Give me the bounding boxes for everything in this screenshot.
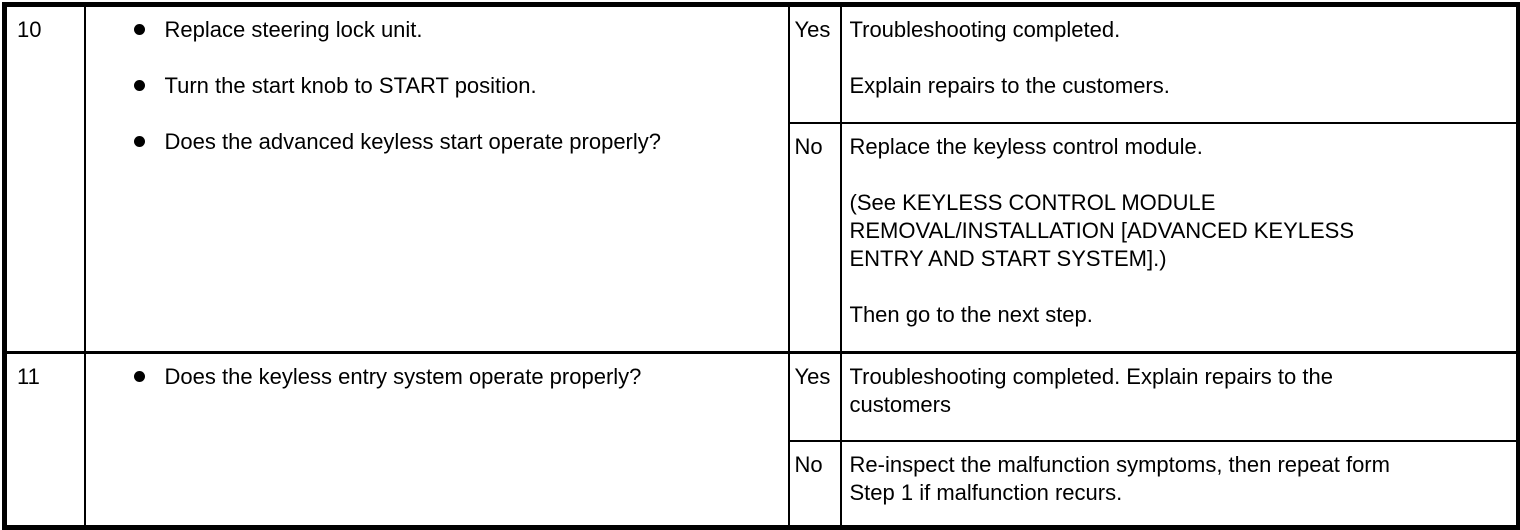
table-row: 11 Does the keyless entry system operate… (3, 351, 1520, 529)
step-number: 11 (17, 364, 40, 389)
action-text: Replace steering lock unit. (164, 17, 423, 42)
answer-label: No (794, 452, 823, 477)
answer-cell-no: No (787, 122, 842, 354)
result-paragraph: Replace the keyless control module. (850, 133, 1509, 161)
step-number-cell: 10 (3, 3, 86, 354)
result-cell: Troubleshooting completed. Explain repai… (839, 3, 1520, 124)
answer-cell-yes: Yes (787, 3, 842, 124)
result-paragraph: Explain repairs to the customers. (850, 72, 1509, 100)
step-number: 10 (17, 17, 42, 42)
result-line: REMOVAL/INSTALLATION [ADVANCED KEYLESS (849, 218, 1355, 243)
action-item: Does the advanced keyless start operate … (133, 128, 787, 156)
result-line: customers (849, 392, 951, 417)
actions-cell: Replace steering lock unit. Turn the sta… (83, 3, 790, 354)
action-item: Turn the start knob to START position. (133, 72, 787, 100)
result-paragraph: Troubleshooting completed. Explain repai… (850, 363, 1509, 419)
result-line: Step 1 if malfunction recurs. (849, 480, 1123, 505)
answer-label: Yes (794, 364, 831, 389)
action-list: Replace steering lock unit. Turn the sta… (87, 16, 787, 156)
result-line: Explain repairs to the customers. (849, 73, 1170, 98)
bullet-icon (133, 80, 145, 91)
action-text: Turn the start knob to START position. (164, 73, 537, 98)
table-row: 10 Replace steering lock unit. Turn the … (3, 3, 1520, 354)
action-list: Does the keyless entry system operate pr… (87, 363, 787, 391)
result-line: (See KEYLESS CONTROL MODULE (849, 190, 1216, 215)
step-number-cell: 11 (3, 351, 86, 529)
result-cell: Troubleshooting completed. Explain repai… (839, 351, 1520, 442)
answer-cell-no: No (787, 440, 842, 529)
answer-label: No (794, 134, 823, 159)
action-text: Does the keyless entry system operate pr… (164, 364, 642, 389)
bullet-icon (133, 371, 145, 382)
bullet-icon (133, 136, 145, 147)
result-line: Then go to the next step. (849, 302, 1093, 327)
answer-label: Yes (794, 17, 831, 42)
result-line: ENTRY AND START SYSTEM].) (849, 246, 1167, 271)
answer-cell-yes: Yes (787, 351, 842, 442)
bullet-icon (133, 24, 145, 35)
result-line: Replace the keyless control module. (849, 134, 1203, 159)
result-paragraph: Re-inspect the malfunction symptoms, the… (850, 451, 1509, 507)
action-item: Does the keyless entry system operate pr… (133, 363, 787, 391)
result-cell: Re-inspect the malfunction symptoms, the… (839, 440, 1520, 529)
result-paragraph: Troubleshooting completed. (850, 16, 1509, 44)
table-row: No Replace the keyless control module. (… (5, 122, 1520, 354)
result-paragraph: (See KEYLESS CONTROL MODULE REMOVAL/INST… (850, 189, 1509, 273)
result-line: Re-inspect the malfunction symptoms, the… (849, 452, 1390, 477)
result-cell: Replace the keyless control module. (See… (839, 122, 1520, 354)
result-line: Troubleshooting completed. (849, 17, 1121, 42)
result-line: Troubleshooting completed. Explain repai… (849, 364, 1333, 389)
actions-cell: Does the keyless entry system operate pr… (83, 351, 790, 529)
result-paragraph: Then go to the next step. (850, 301, 1509, 329)
action-item: Replace steering lock unit. (133, 16, 787, 44)
action-text: Does the advanced keyless start operate … (164, 129, 662, 154)
